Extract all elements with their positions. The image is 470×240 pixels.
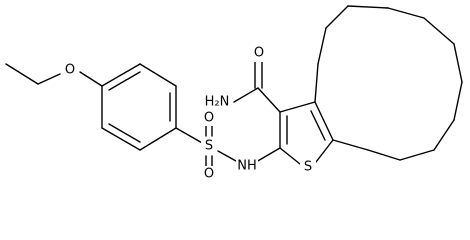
bonds xyxy=(5,5,463,167)
bond-aryl-sulfonyl xyxy=(175,127,205,145)
amide-nh2-label: H₂N xyxy=(205,95,230,110)
ether-oxygen-label: O xyxy=(65,63,75,78)
carbonyl-oxygen-label: O xyxy=(254,46,264,61)
bond-ethyl-ch3-ch2 xyxy=(5,63,39,85)
thiophene-sulfur-label: S xyxy=(304,160,312,175)
bond-macrocycle-12 xyxy=(332,139,369,151)
sulfonamide-nh-label: NH xyxy=(237,159,257,174)
bond-macrocycle-1 xyxy=(314,63,319,103)
bond-c-nh2 xyxy=(233,87,259,103)
bond-benzene-1 xyxy=(101,63,141,87)
label-mask-sulfonyl-o-bottom xyxy=(201,166,217,182)
bond-sulfonyl-nh xyxy=(217,150,237,162)
label-mask-amide-n xyxy=(204,94,232,110)
sulfonyl-sulfur-label: S xyxy=(205,139,213,154)
bond-c3-c3a xyxy=(279,101,316,113)
bond-macrocycle-9 xyxy=(433,119,455,151)
bond-nh-c2 xyxy=(255,147,281,163)
sulfonyl-oxygen-upper-label: O xyxy=(204,111,214,126)
bond-macrocycle-4 xyxy=(347,5,389,9)
label-mask-ether-o xyxy=(62,62,78,78)
label-mask-sulfonamide-n xyxy=(236,158,258,174)
bond-macrocycle-10 xyxy=(399,149,435,161)
bond-o-aryl xyxy=(79,71,103,87)
bond-benzene-4 xyxy=(139,127,177,151)
bond-macrocycle-3 xyxy=(325,5,349,29)
bond-c3-carbonyl xyxy=(257,87,281,113)
bond-ethyl-ch2-o xyxy=(37,73,61,85)
bond-benzene-inner-1 xyxy=(108,71,141,91)
sulfonyl-oxygen-lower-label: O xyxy=(204,167,214,182)
bond-c3a-c7a xyxy=(314,101,334,141)
label-mask-carbonyl-o xyxy=(252,46,268,62)
bond-c3a-c7a-inner xyxy=(310,110,326,141)
bond-macrocycle-2 xyxy=(317,27,327,65)
bond-benzene-2 xyxy=(139,63,177,87)
bond-macrocycle-5 xyxy=(387,7,425,19)
label-mask-thiophene-s xyxy=(300,159,316,175)
bond-macrocycle-8 xyxy=(453,81,463,121)
bond-macrocycle-6 xyxy=(423,17,455,45)
bond-c7a-s xyxy=(315,139,334,163)
bond-s-c2 xyxy=(279,147,301,165)
bond-benzene-inner-3 xyxy=(108,123,141,143)
bond-macrocycle-7 xyxy=(453,43,463,83)
bond-benzene-5 xyxy=(101,127,141,151)
molecule-structure-diagram: O O H₂N O S O NH S xyxy=(5,5,463,182)
atom-labels: O O H₂N O S O NH S xyxy=(62,46,316,182)
label-mask-sulfur-sulfonyl xyxy=(201,138,217,154)
label-mask-sulfonyl-o-left xyxy=(201,110,217,126)
bond-macrocycle-11 xyxy=(367,149,401,161)
